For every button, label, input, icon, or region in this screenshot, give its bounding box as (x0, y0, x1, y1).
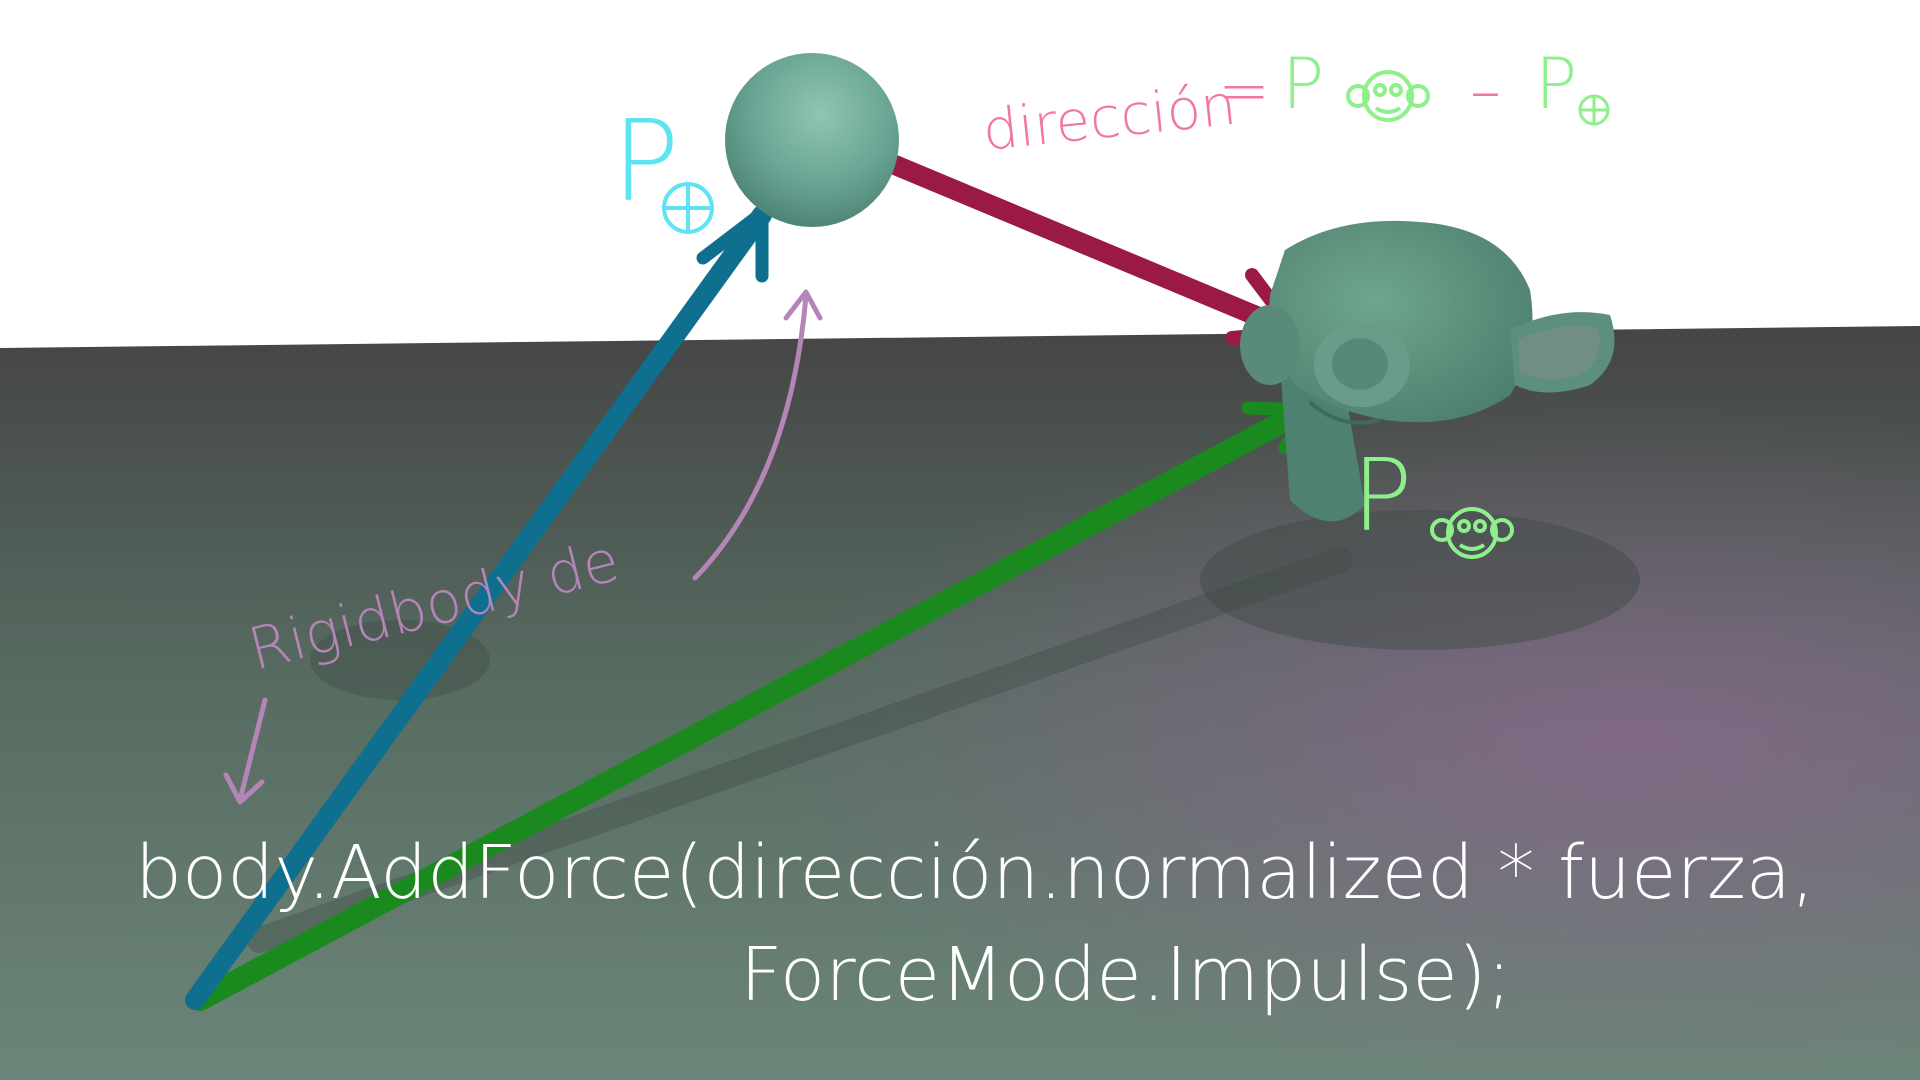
svg-text:P: P (612, 97, 680, 227)
direction-equation: dirección = P – P (980, 43, 1610, 164)
direction-arrow (885, 155, 1302, 345)
sphere (725, 53, 899, 227)
crosshair-icon (662, 182, 714, 234)
monkey-head (1240, 220, 1615, 522)
sphere-position-label: P (612, 97, 714, 234)
svg-text:P: P (1352, 437, 1412, 554)
code-line-1: body.AddForce(dirección.normalized * fue… (135, 830, 1815, 916)
monkey-shadow (1200, 510, 1640, 650)
svg-text:=: = (1218, 54, 1270, 127)
arrow-to-body (237, 697, 268, 803)
crosshair-icon (1578, 94, 1610, 126)
svg-text:dirección: dirección (980, 73, 1240, 164)
monkey-position-label: P (1352, 437, 1514, 559)
sphere-position-arrow (185, 205, 772, 1010)
code-line-2: ForceMode.Impulse); (740, 932, 1512, 1018)
floor-pink-glow (0, 326, 1920, 1080)
svg-text:P: P (1282, 43, 1324, 125)
curved-arrow-to-sphere (692, 293, 809, 581)
svg-text:P: P (1535, 43, 1577, 125)
svg-text:–: – (1470, 54, 1501, 127)
monkey-icon (1346, 70, 1430, 122)
monkey-icon (1430, 507, 1514, 559)
